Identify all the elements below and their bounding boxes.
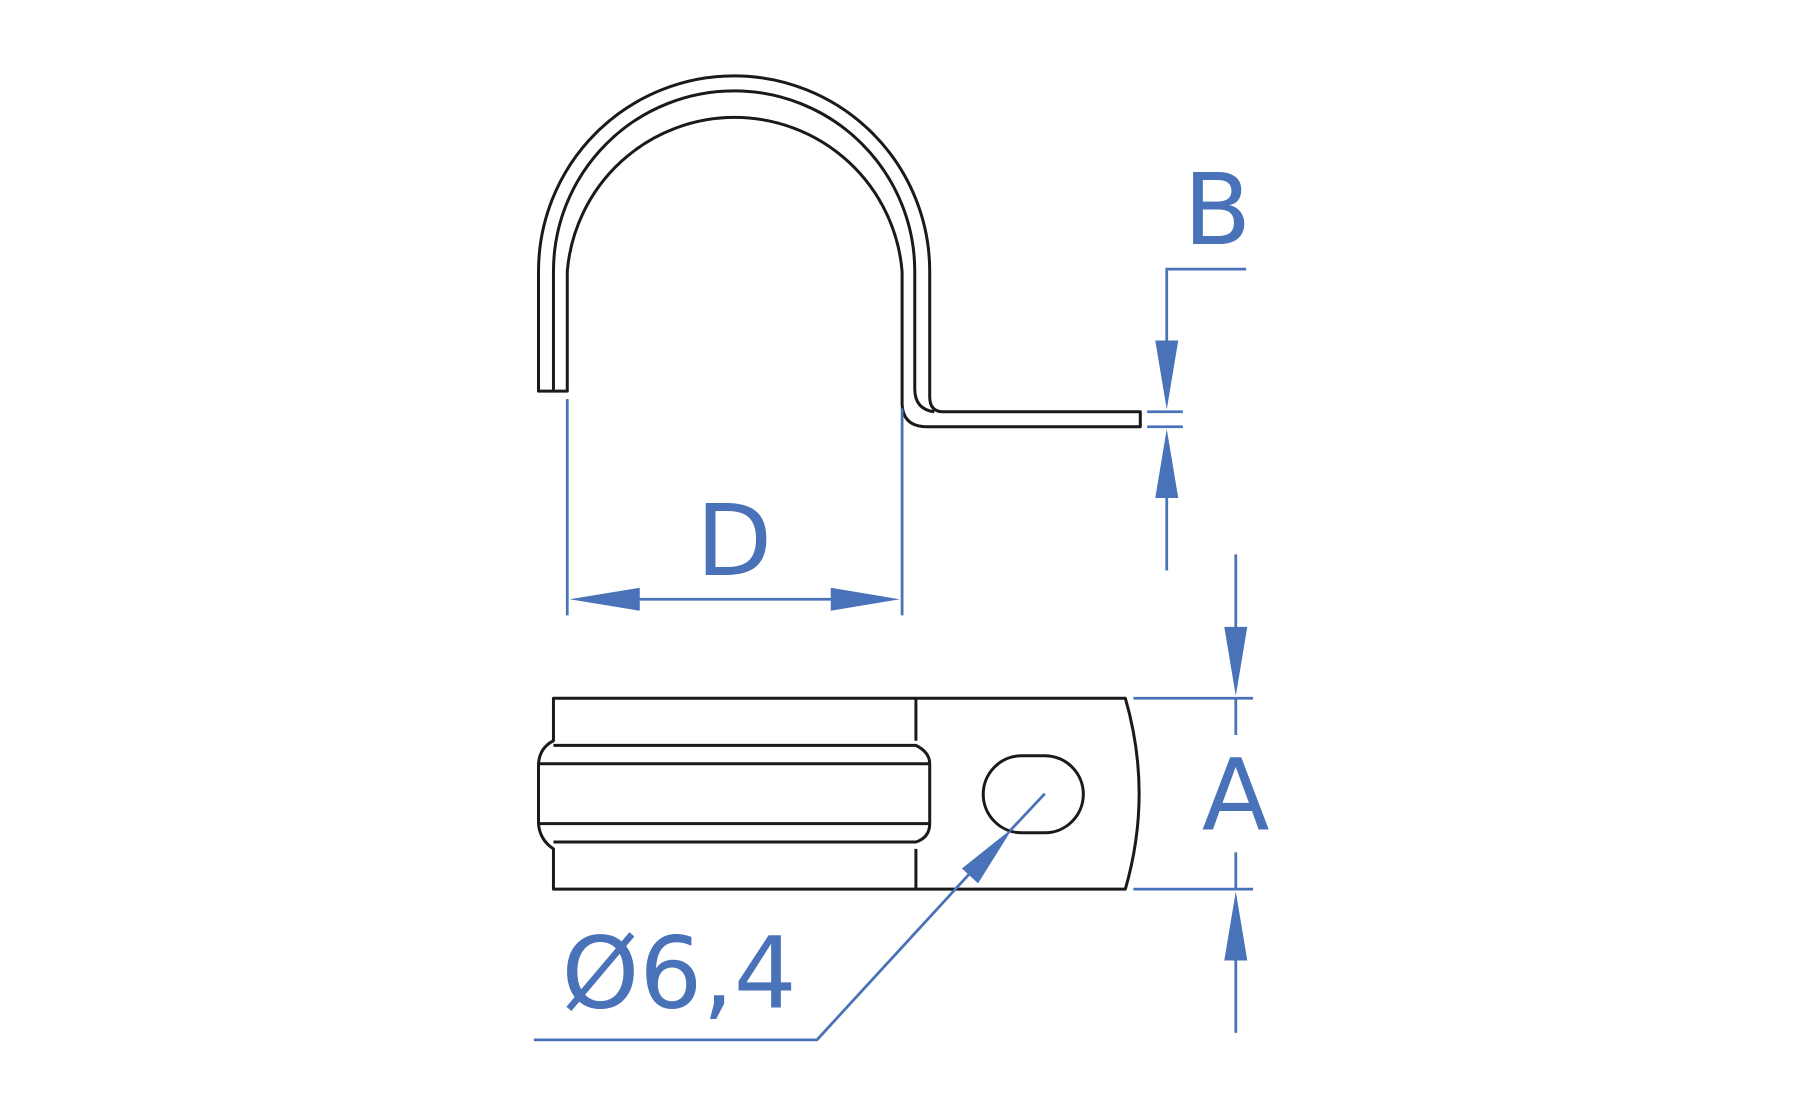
hole-diameter-label: Ø6,4 [562,917,797,1032]
dimension-b-label: B [1183,153,1251,268]
clip-side-view [537,74,1142,429]
hole-leader: Ø6,4 [533,792,1046,1042]
dimension-d: D [565,399,904,616]
clip-top-view [537,696,1141,891]
mounting-hole [981,754,1085,835]
clip-middle-edge [551,89,935,414]
clip-outer-edge [537,74,1142,429]
dimension-b: B [1147,153,1251,571]
dimension-d-label: D [696,484,772,599]
dimension-a: A [1133,554,1270,1033]
dimension-a-label: A [1202,738,1270,853]
